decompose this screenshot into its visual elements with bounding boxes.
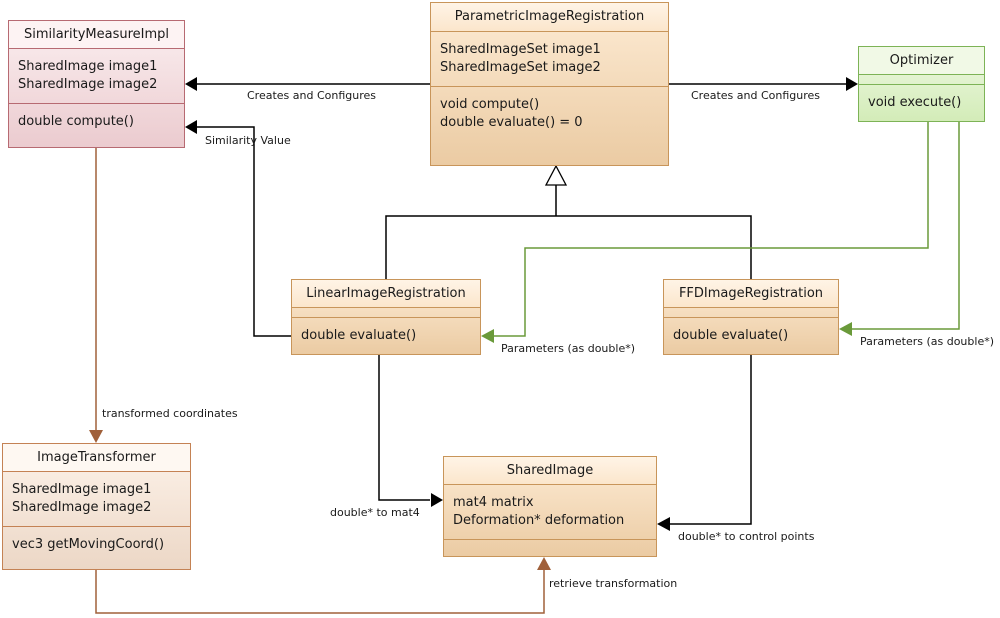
attribute: mat4 matrix <box>453 495 534 510</box>
edge-params-ffd <box>839 122 960 336</box>
method: vec3 getMovingCoord() <box>12 537 165 552</box>
edge-label-transformed-coordinates: transformed coordinates <box>102 407 238 420</box>
arrowhead-icon <box>839 322 852 336</box>
method: double evaluate() <box>673 328 789 343</box>
method: double evaluate() <box>301 328 417 343</box>
class-name: Optimizer <box>859 47 984 75</box>
edge-double-to-control-points <box>657 355 752 531</box>
class-name: ParametricImageRegistration <box>431 3 668 32</box>
class-shared-image[interactable]: SharedImage mat4 matrix Deformation* def… <box>443 456 657 557</box>
class-attributes <box>664 308 838 318</box>
method: void compute() <box>440 97 540 112</box>
arrowhead-icon <box>431 493 443 507</box>
class-attributes: SharedImage image1 SharedImage image2 <box>9 49 184 104</box>
edge-label-double-to-control-points: double* to control points <box>678 530 815 543</box>
edge-similarity-value <box>185 120 291 337</box>
class-name: SharedImage <box>444 457 656 485</box>
edge-label-similarity-value: Similarity Value <box>205 134 291 147</box>
method: void execute() <box>868 95 962 110</box>
class-linear-image-registration[interactable]: LinearImageRegistration double evaluate(… <box>291 279 481 355</box>
edge-inheritance <box>385 164 752 279</box>
class-name: LinearImageRegistration <box>292 280 480 308</box>
class-name: FFDImageRegistration <box>664 280 838 308</box>
attribute: Deformation* deformation <box>453 513 625 528</box>
edge-label-params-linear: Parameters (as double*) <box>501 342 635 355</box>
edge-params-linear <box>481 122 929 343</box>
edge-double-to-mat4 <box>378 355 443 507</box>
edge-label-creates-left: Creates and Configures <box>247 89 377 102</box>
attribute: SharedImageSet image2 <box>440 60 601 75</box>
arrowhead-icon <box>185 77 197 91</box>
arrowhead-icon <box>481 329 494 343</box>
attribute: SharedImageSet image1 <box>440 42 601 57</box>
class-image-transformer[interactable]: ImageTransformer SharedImage image1 Shar… <box>2 443 191 570</box>
attribute: SharedImage image2 <box>18 77 158 92</box>
attribute: SharedImage image1 <box>12 482 152 497</box>
class-attributes <box>859 75 984 85</box>
class-name: ImageTransformer <box>3 444 190 472</box>
arrowhead-icon <box>846 77 858 91</box>
edge-label-params-ffd: Parameters (as double*) <box>860 335 994 348</box>
class-methods: double evaluate() <box>292 318 480 345</box>
method: double compute() <box>18 114 134 129</box>
class-attributes: SharedImageSet image1 SharedImageSet ima… <box>431 32 668 87</box>
arrowhead-icon <box>537 557 551 570</box>
attribute: SharedImage image2 <box>12 500 152 515</box>
edge-label-double-to-mat4: double* to mat4 <box>330 506 420 519</box>
inheritance-triangle-icon <box>544 164 568 186</box>
class-methods: void compute() double evaluate() = 0 <box>431 87 668 132</box>
class-name: SimilarityMeasureImpl <box>9 21 184 49</box>
class-attributes <box>292 308 480 318</box>
arrowhead-icon <box>185 120 197 134</box>
edge-creates-similarity <box>185 77 430 91</box>
edge-label-retrieve-transformation: retrieve transformation <box>549 577 678 590</box>
class-parametric-image-registration[interactable]: ParametricImageRegistration SharedImageS… <box>430 2 669 166</box>
class-methods: double evaluate() <box>664 318 838 345</box>
class-optimizer[interactable]: Optimizer void execute() <box>858 46 985 122</box>
class-methods: void execute() <box>859 85 984 112</box>
edge-creates-optimizer <box>669 77 858 91</box>
class-methods: double compute() <box>9 104 184 131</box>
class-attributes: mat4 matrix Deformation* deformation <box>444 485 656 540</box>
class-methods: vec3 getMovingCoord() <box>3 527 190 554</box>
edge-transformed-coordinates <box>89 148 103 443</box>
class-similarity-measure-impl[interactable]: SimilarityMeasureImpl SharedImage image1… <box>8 20 185 148</box>
edge-retrieve-transformation <box>95 557 551 614</box>
class-attributes: SharedImage image1 SharedImage image2 <box>3 472 190 527</box>
arrowhead-icon <box>89 430 103 443</box>
arrowhead-icon <box>657 517 670 531</box>
edge-label-creates-right: Creates and Configures <box>691 89 821 102</box>
class-ffd-image-registration[interactable]: FFDImageRegistration double evaluate() <box>663 279 839 355</box>
method: double evaluate() = 0 <box>440 115 583 130</box>
attribute: SharedImage image1 <box>18 59 158 74</box>
